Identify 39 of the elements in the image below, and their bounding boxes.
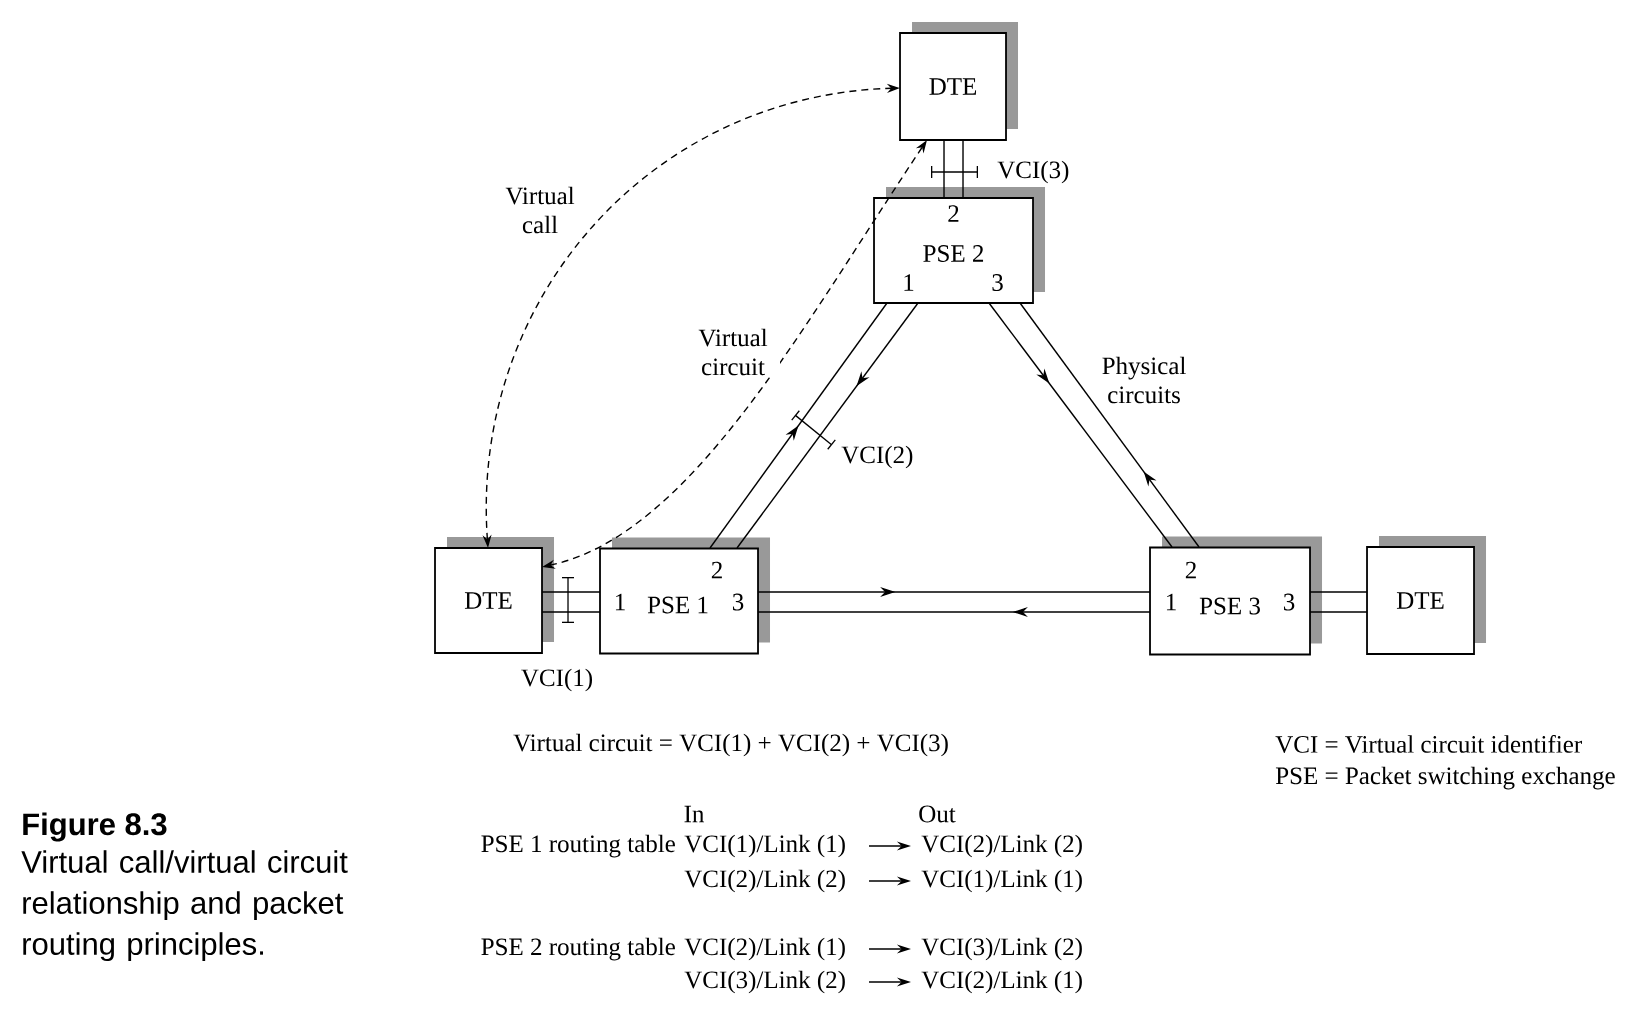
label: VCI(1)/Link (1) xyxy=(921,869,1082,893)
label: VCI(1)/Link (1) xyxy=(684,834,845,858)
label: VCI(2)/Link (1) xyxy=(921,970,1082,994)
label: Out xyxy=(919,805,956,823)
terminal-box: DTE xyxy=(1366,536,1486,655)
label: VCI(2)/Link (2) xyxy=(684,869,845,893)
edge-label: Virtual call xyxy=(498,184,582,236)
figure-number: Figure 8.3 xyxy=(23,812,167,842)
terminal-box: DTE xyxy=(899,22,1018,141)
label: VCI(2) xyxy=(841,445,913,469)
label: PSE 2 routing table xyxy=(481,937,675,961)
arrow xyxy=(709,302,888,549)
link-line xyxy=(962,139,964,199)
exchange-box: 2 1 PSE 3 3 xyxy=(1149,536,1322,656)
label: In xyxy=(684,805,705,823)
label: Virtual circuit = VCI(1) + VCI(2) + VCI(3) xyxy=(513,733,948,757)
link-line xyxy=(1309,611,1368,613)
label: VCI(1) xyxy=(521,668,592,692)
label: VCI(3)/Link (2) xyxy=(921,937,1082,961)
link-line xyxy=(1309,591,1368,593)
arrow xyxy=(1019,302,1200,548)
edge-label: Virtual circuit xyxy=(686,326,780,378)
link-line xyxy=(943,139,945,199)
caption: Virtual call/virtual circuit relationship and packet routing principles. xyxy=(21,850,348,962)
label: VCI(2)/Link (2) xyxy=(921,834,1082,858)
link-line xyxy=(541,611,601,613)
arrow xyxy=(988,302,1173,548)
arrow xyxy=(736,302,919,549)
exchange-box: 2 PSE 2 1 3 xyxy=(873,187,1045,304)
label: VCI = Virtual circuit identifier xyxy=(1275,735,1582,753)
terminal-box: DTE xyxy=(434,537,554,654)
label: VCI(3)/Link (2) xyxy=(684,970,845,994)
label: Physical circuits xyxy=(1102,356,1186,404)
link-line xyxy=(541,591,601,593)
exchange-box: 2 1 PSE 1 3 xyxy=(599,537,770,655)
label: PSE = Packet switching exchange xyxy=(1275,766,1615,790)
label: VCI(2)/Link (1) xyxy=(684,937,845,961)
label: PSE 1 routing table xyxy=(481,834,675,858)
label: VCI(3) xyxy=(997,160,1069,184)
